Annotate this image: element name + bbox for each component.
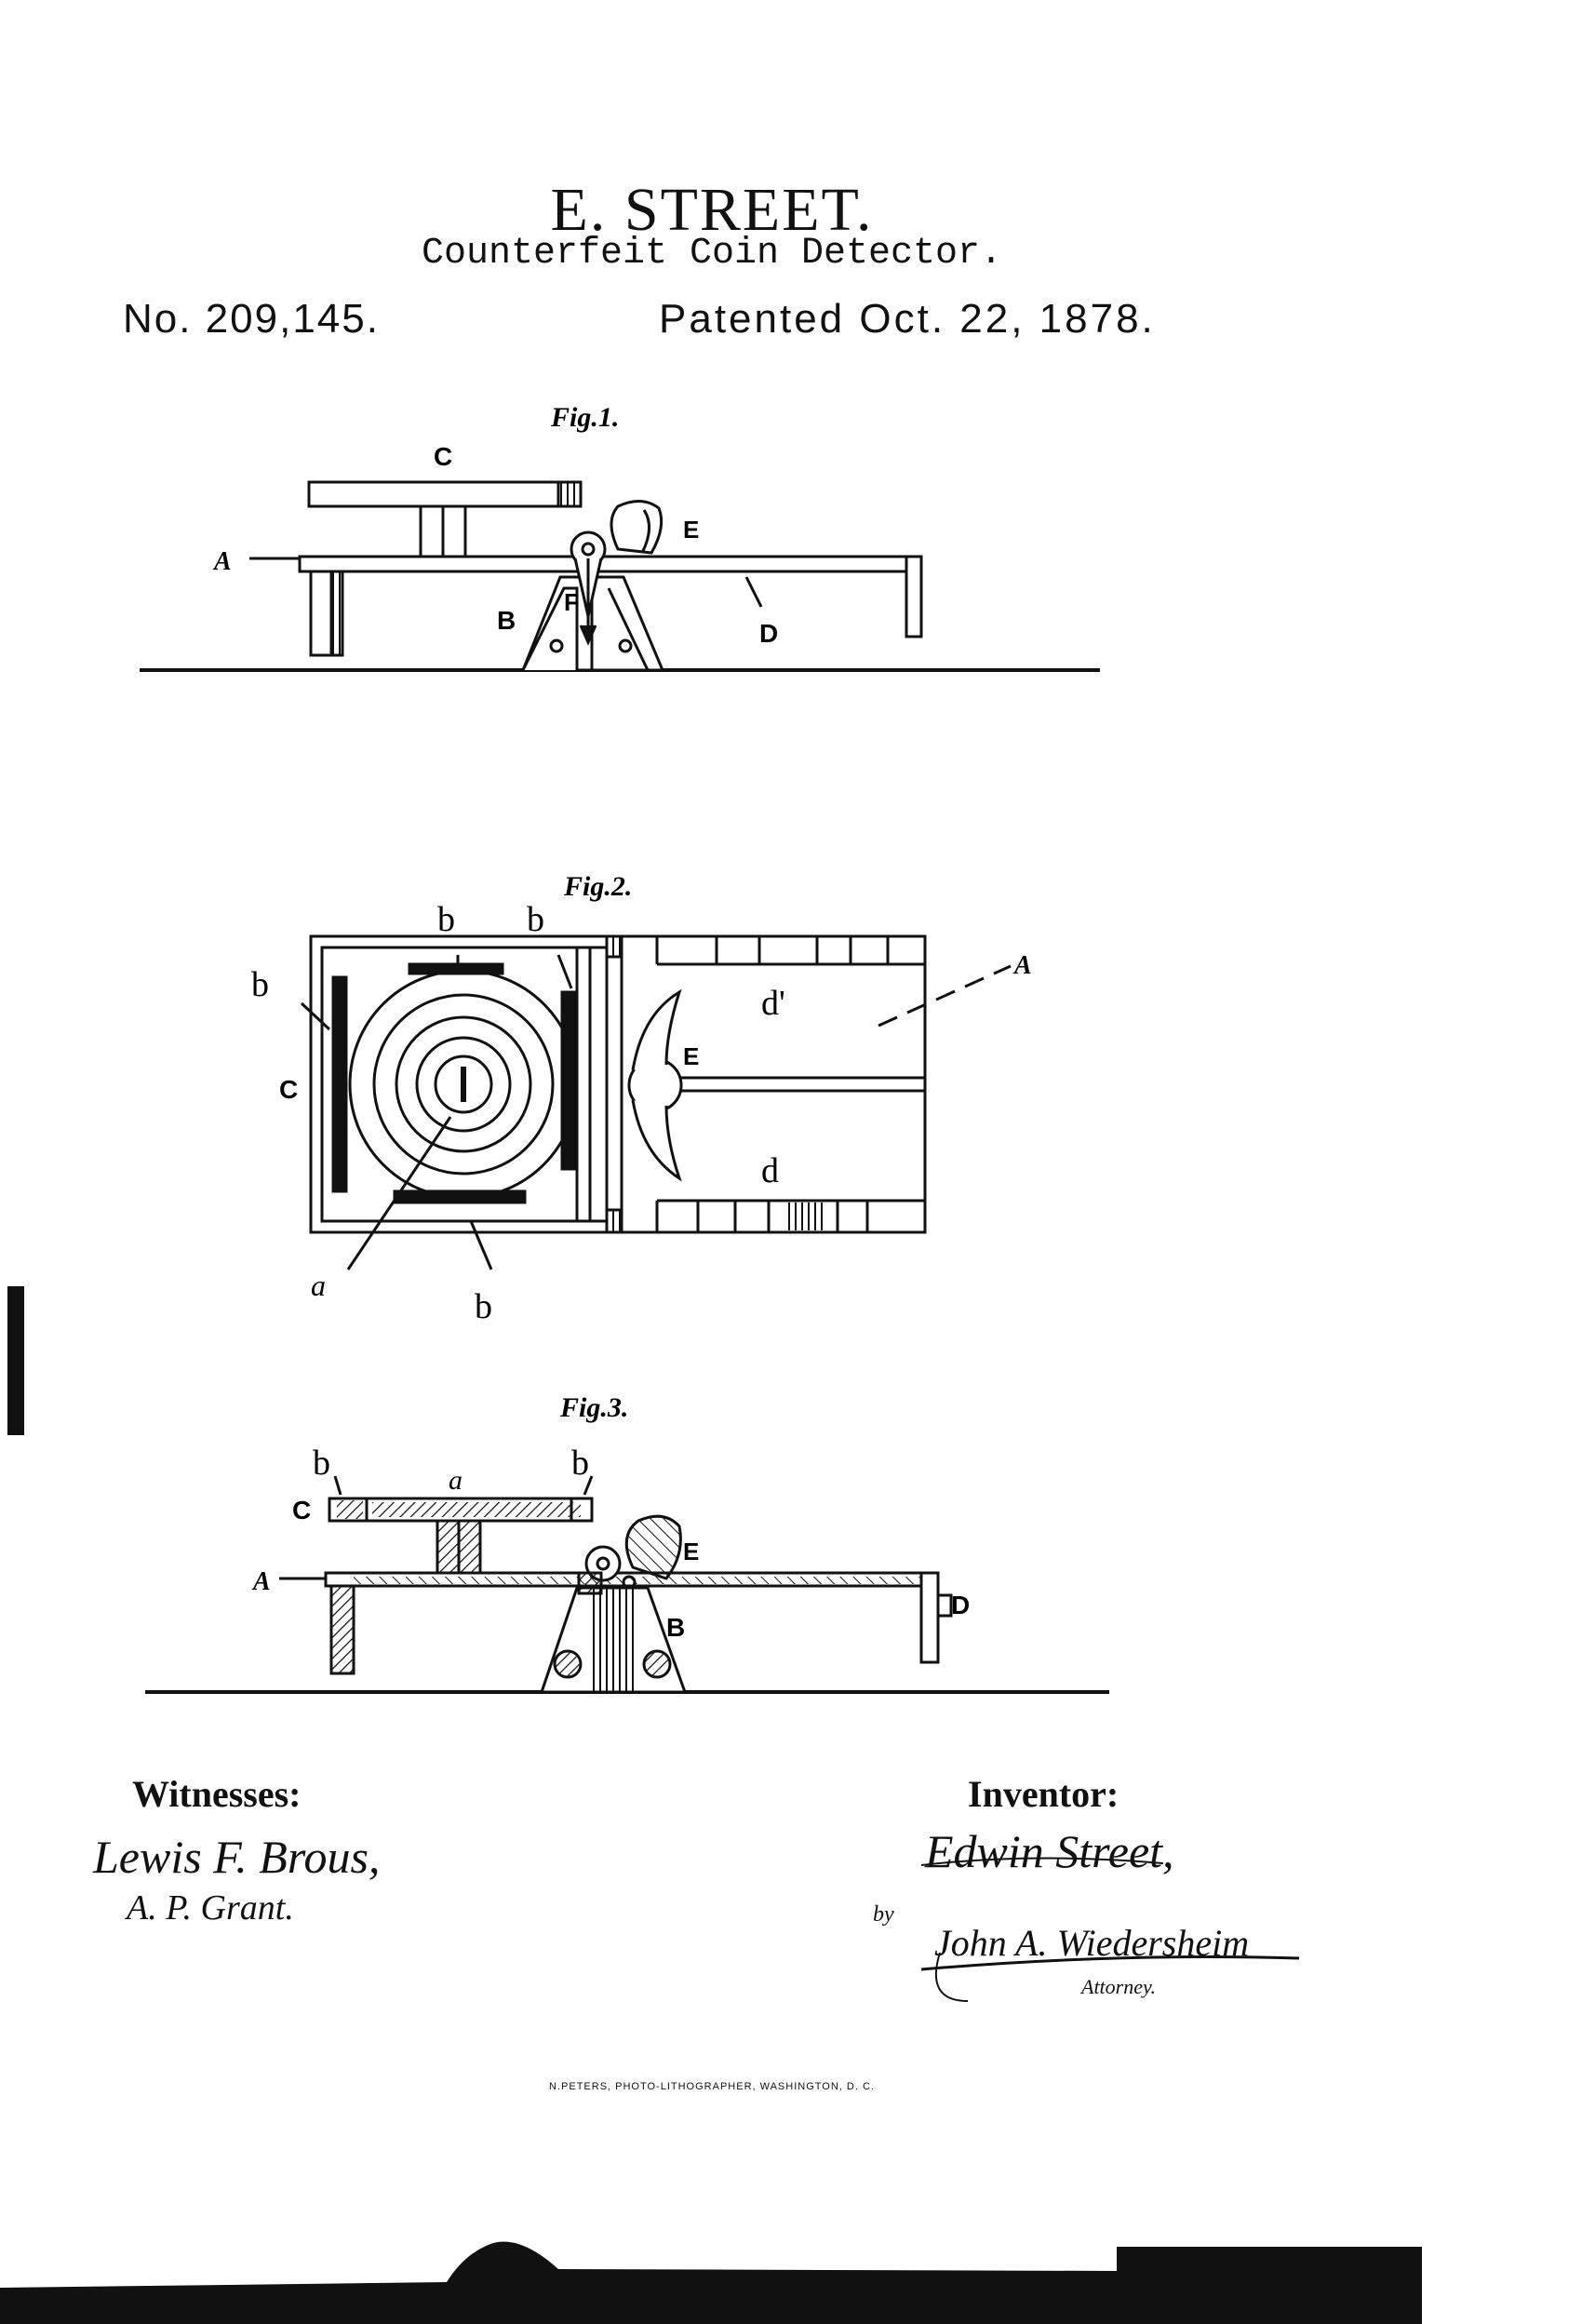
figure-1: [140, 480, 1100, 672]
fig1-letter-f: F: [564, 588, 579, 616]
fig3-letter-b-left: b: [313, 1444, 330, 1483]
inventor-heading: Inventor:: [968, 1773, 1119, 1815]
fig3-label: Fig.3.: [559, 1392, 628, 1423]
inventor-name: E. STREET.: [550, 176, 874, 244]
by-label: by: [873, 1902, 894, 1927]
inventor-signature: Edwin Street,: [925, 1825, 1174, 1877]
witnesses-heading: Witnesses:: [132, 1773, 302, 1815]
witness-2-signature: A. P. Grant.: [127, 1888, 294, 1928]
figure-3: [145, 1475, 1109, 1694]
fig2-letter-b-bottom: b: [475, 1287, 492, 1326]
fig2-letter-b-left: b: [251, 965, 269, 1004]
fig2-letter-b-hinge: b: [527, 900, 544, 939]
attorney-flourish: [934, 1952, 969, 2002]
fig2-letter-b-top: b: [437, 900, 455, 939]
fig2-letter-d: d: [761, 1151, 779, 1190]
fig3-letter-d: D: [951, 1591, 970, 1619]
scan-edge-mark: [7, 1286, 24, 1435]
fig2-letter-d1: d': [761, 984, 785, 1023]
fig3-letter-b-right: b: [571, 1444, 589, 1483]
fig3-letter-b: B: [666, 1613, 685, 1642]
patent-date: Patented Oct. 22, 1878.: [659, 296, 1156, 342]
attorney-caption: Attorney.: [1081, 1975, 1157, 1998]
fig1-letter-c: C: [434, 442, 452, 471]
attorney-signature: John A. Wiedersheim: [934, 1922, 1250, 1964]
scan-edge-shadow: [0, 2241, 1422, 2324]
fig3-letter-c: C: [292, 1496, 311, 1525]
fig1-letter-b: B: [497, 606, 516, 635]
figure-2: [300, 934, 1012, 1270]
inventor-underline: [920, 1857, 1164, 1866]
fig2-letter-a-lower: a: [311, 1269, 326, 1302]
lithographer-credit: N.PETERS, PHOTO-LITHOGRAPHER, WASHINGTON…: [549, 2081, 875, 2092]
attorney-underline: [920, 1955, 1300, 1971]
witness-1-signature: Lewis F. Brous,: [93, 1831, 381, 1883]
fig2-letter-a-upper: A: [1012, 951, 1032, 980]
fig3-letter-a-upper: A: [251, 1567, 271, 1596]
fig2-label: Fig.2.: [563, 871, 632, 902]
fig1-letter-a: A: [212, 547, 232, 576]
fig3-letter-e: E: [683, 1538, 699, 1565]
patent-number: No. 209,145.: [123, 296, 380, 342]
fig1-label: Fig.1.: [550, 402, 619, 433]
patent-title: Counterfeit Coin Detector.: [421, 233, 1003, 275]
fig3-letter-a: a: [449, 1465, 463, 1496]
fig1-letter-d: D: [759, 619, 778, 648]
fig2-letter-c: C: [279, 1075, 298, 1104]
fig2-letter-e: E: [683, 1042, 699, 1070]
fig1-letter-e: E: [683, 516, 699, 544]
